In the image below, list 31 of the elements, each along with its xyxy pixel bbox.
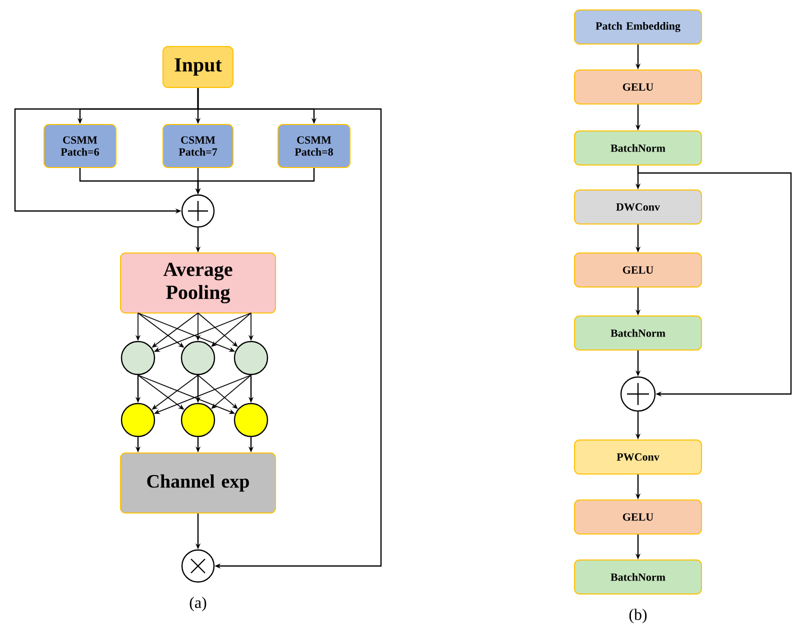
neuron-circle [180, 402, 216, 438]
layer-box: Patch Embedding [574, 10, 702, 44]
sum-circle [620, 376, 656, 412]
neuron-circle [234, 402, 268, 438]
arrow [198, 374, 238, 409]
module-box: CSMM Patch=7 [162, 124, 234, 168]
neuron-circle [120, 402, 156, 438]
pooling-box: Average Pooling [120, 252, 276, 314]
panel-label: (b) [629, 608, 647, 624]
sum-circle [181, 194, 215, 228]
layer-box: DWConv [574, 190, 702, 224]
layer-box: PWConv [574, 440, 702, 474]
layer-box: GELU [574, 252, 702, 288]
channel-box: Channel exp [120, 452, 276, 514]
product-circle [181, 549, 215, 583]
module-box: CSMM Patch=6 [44, 124, 116, 168]
neuron-circle [234, 340, 268, 376]
arrow [197, 88, 382, 569]
input-box: Input [162, 46, 234, 88]
panel-label: (a) [190, 596, 206, 612]
layer-box: GELU [574, 500, 702, 534]
layer-box: BatchNorm [574, 560, 702, 594]
layer-box: BatchNorm [574, 316, 702, 350]
neuron-circle [120, 340, 156, 376]
module-box: CSMM Patch=8 [278, 124, 350, 168]
arrow [211, 312, 252, 347]
arrow [198, 312, 238, 347]
layer-box: GELU [574, 70, 702, 104]
arrow [637, 166, 792, 397]
layer-box: BatchNorm [574, 130, 702, 166]
neuron-circle [180, 340, 216, 376]
